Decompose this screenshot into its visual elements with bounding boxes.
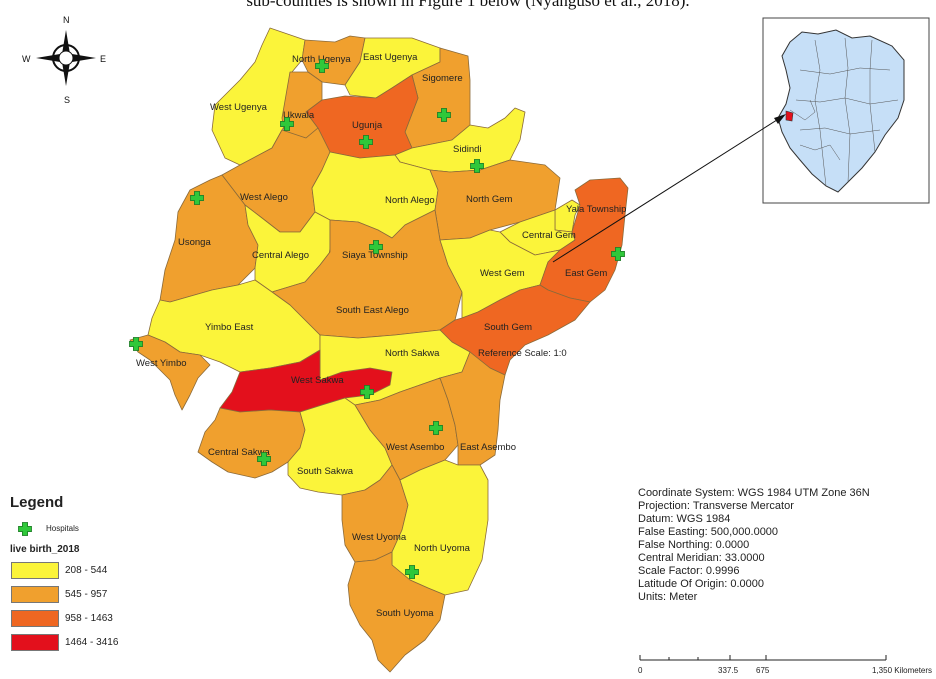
label-ukwala: Ukwala [283,110,315,121]
label-yala-township: Yala Township [566,204,626,215]
legend-class-4: 1464 - 3416 [10,630,200,654]
legend-class-2: 545 - 957 [10,582,200,606]
compass-south-label: S [64,95,70,105]
label-reference-scale: Reference Scale: 1:0 [478,348,567,359]
false-northing-text: False Northing: 0.0000 [638,539,750,551]
legend-class-label-1: 208 - 544 [65,564,108,576]
central-meridian-text: Central Meridian: 33.0000 [638,552,765,564]
label-west-uyoma: West Uyoma [352,532,407,543]
label-south-east-alego: South East Alego [336,305,409,316]
datum-text: Datum: WGS 1984 [638,513,731,525]
label-north-alego: North Alego [385,195,435,206]
label-central-gem: Central Gem [522,230,576,241]
legend-class-label-3: 958 - 1463 [65,612,113,624]
projection-text: Projection: Transverse Mercator [638,500,794,512]
region-north-uyoma [391,459,489,596]
legend-class-1: 208 - 544 [10,558,200,582]
legend-class-label-2: 545 - 957 [65,588,108,600]
label-central-alego: Central Alego [252,250,309,261]
label-west-gem: West Gem [480,268,525,279]
coordinate-system-text: Coordinate System: WGS 1984 UTM Zone 36N [638,487,870,499]
compass-rose: N S E W [22,15,106,105]
label-east-asembo: East Asembo [460,442,516,453]
label-south-gem: South Gem [484,322,532,333]
scale-tick-0: 0 [638,666,643,675]
legend-swatch-2 [11,585,59,603]
legend-class-3: 958 - 1463 [10,606,200,630]
scale-tick-2: 675 [756,666,770,675]
compass-north-label: N [63,15,70,25]
label-east-ugenya: East Ugenya [363,52,418,63]
legend-swatch-4 [11,633,59,651]
label-north-sakwa: North Sakwa [385,348,440,359]
label-sidindi: Sidindi [453,144,482,155]
label-central-sakwa: Central Sakwa [208,447,270,458]
legend-field-name: live birth_2018 [10,544,80,555]
label-east-gem: East Gem [565,268,607,279]
scale-bar: 0 337.5 675 1,350 Kilometers [636,650,936,679]
inset-kenya-outline [777,29,905,193]
label-west-ugenya: West Ugenya [210,102,268,113]
legend-swatch-1 [11,561,59,579]
label-west-asembo: West Asembo [386,442,444,453]
compass-east-label: E [100,54,106,64]
label-yimbo-east: Yimbo East [205,322,254,333]
label-usonga: Usonga [178,237,211,248]
scale-tick-1: 337.5 [718,666,739,675]
units-text: Units: Meter [638,591,698,603]
label-south-uyoma: South Uyoma [376,608,434,619]
hospital-icon [10,521,40,536]
label-sigomere: Sigomere [422,73,463,84]
label-south-sakwa: South Sakwa [297,466,354,477]
projection-info: Coordinate System: WGS 1984 UTM Zone 36N… [638,487,870,604]
compass-west-label: W [22,54,31,64]
scale-tick-3: 1,350 Kilometers [872,666,933,675]
legend-hospitals-label: Hospitals [46,524,79,533]
legend-swatch-3 [11,609,59,627]
region-south-uyoma [347,551,446,673]
figure-caption: sub-counties is shown in Figure 1 below … [246,0,690,10]
false-easting-text: False Easting: 500,000.0000 [638,526,779,538]
inset-pointer-arrowhead [774,114,786,124]
label-west-sakwa: West Sakwa [291,375,344,386]
inset-pointer-line [552,117,781,263]
region-central-sakwa [197,407,306,479]
scale-factor-text: Scale Factor: 0.9996 [638,565,740,577]
latitude-of-origin-text: Latitude Of Origin: 0.0000 [638,578,764,590]
label-siaya-township: Siaya Township [342,250,408,261]
legend: Legend Hospitals live birth_2018 208 - 5… [10,494,200,654]
label-north-gem: North Gem [466,194,513,205]
label-north-uyoma: North Uyoma [414,543,471,554]
legend-title: Legend [10,494,64,511]
legend-class-label-4: 1464 - 3416 [65,636,119,648]
region-east-asembo [439,351,506,466]
inset-locator-map [762,17,930,204]
label-west-yimbo: West Yimbo [136,358,187,369]
label-ugunja: Ugunja [352,120,383,131]
label-west-alego: West Alego [240,192,288,203]
region-west-yimbo [129,334,211,411]
